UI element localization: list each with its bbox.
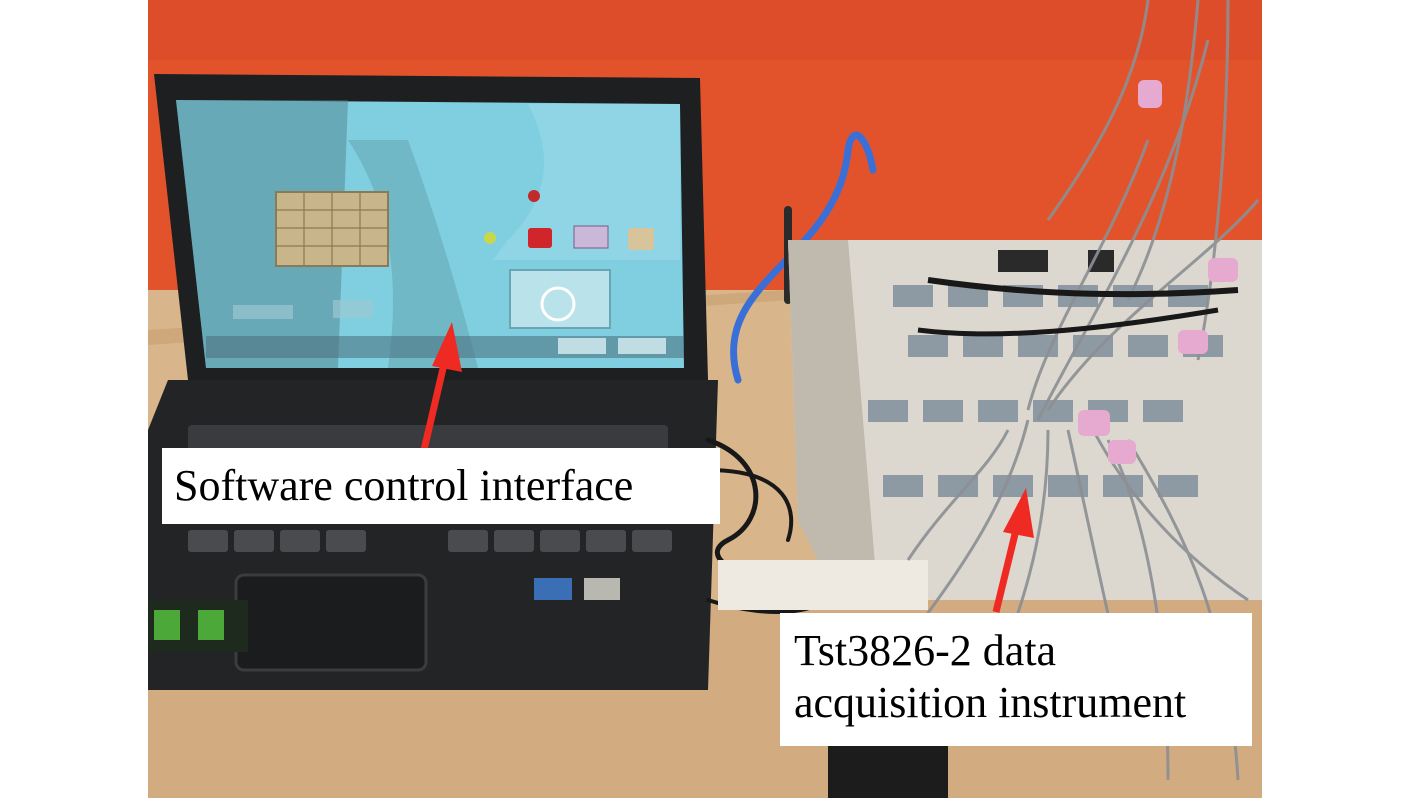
- laptop: [148, 74, 718, 690]
- arrow-to-software-interface: [420, 322, 462, 451]
- callout-daq-line-1: Tst3826-2 data: [794, 626, 1057, 675]
- callout-data-acquisition-instrument: Tst3826-2 data acquisition instrument: [780, 613, 1252, 746]
- arrow-to-instrument: [992, 488, 1034, 613]
- touchpad: [234, 573, 428, 672]
- instrument: [718, 240, 1262, 798]
- callout-software-control-interface: Software control interface: [162, 448, 720, 524]
- callout-daq-line-2: acquisition instrument: [794, 678, 1187, 727]
